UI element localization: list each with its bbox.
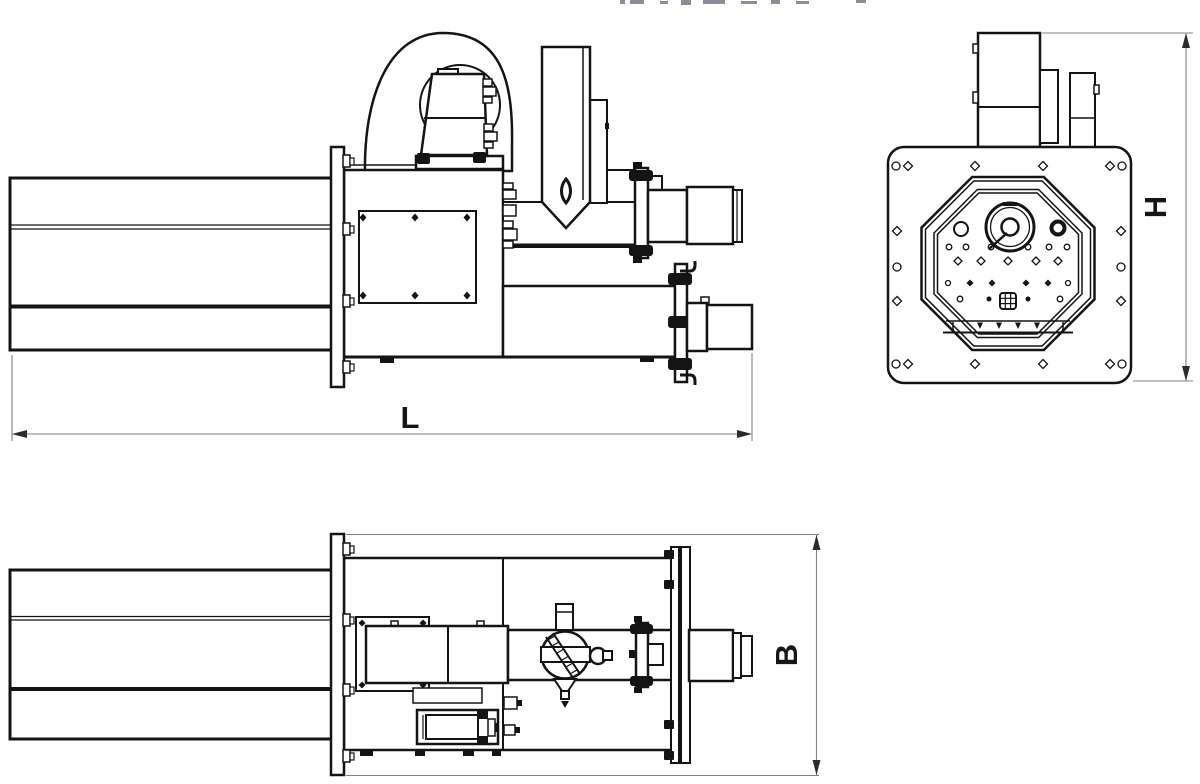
right-port [1049, 219, 1067, 237]
blast-tube-side [8, 176, 334, 352]
nozzle-holes-row2 [953, 256, 1063, 266]
dimension-L-label: L [401, 400, 420, 435]
lower-housing [501, 284, 677, 359]
chute-duct [1039, 69, 1059, 144]
pellet-chute [540, 45, 635, 230]
sight-hole [560, 176, 572, 206]
valve-band-edge [545, 636, 574, 679]
bottom-grate-band [943, 320, 1073, 334]
feed-tube-top [506, 603, 677, 708]
flange-bolts-side [342, 154, 355, 374]
dimension-B-label: B [769, 644, 804, 666]
arrow-left [12, 430, 27, 438]
flange-bolts-top [342, 542, 355, 763]
mounting-flange-top [329, 532, 355, 777]
upper-igniter-assembly [629, 162, 743, 263]
motor-terminal-upper [482, 78, 497, 104]
dimension-H-label: H [1138, 196, 1173, 218]
pressure-gauge [984, 201, 1036, 253]
cropped-title-fragment [620, 0, 866, 5]
access-panel [358, 210, 477, 304]
motor-terminal-lower [483, 123, 498, 149]
fan-motor-top [364, 620, 510, 685]
air-duct [976, 31, 1042, 149]
nozzle-holes-row1 [945, 243, 1071, 251]
rotary-valve [540, 603, 591, 708]
nozzle-holes-row3 [944, 279, 1072, 287]
front-view: H [886, 31, 1193, 385]
arrow-bottom [1182, 366, 1190, 381]
body-side-fittings [502, 182, 518, 249]
combustion-face-octagon [920, 175, 1096, 352]
grid-connector [999, 292, 1017, 310]
left-port [953, 221, 969, 237]
lower-motor-assembly [668, 261, 754, 385]
arrow-bottom [812, 760, 821, 775]
blast-tube-top [8, 568, 334, 741]
arrow-top [1182, 33, 1190, 48]
arrow-right [737, 430, 752, 438]
arrow-top [812, 535, 821, 550]
side-view: L [8, 31, 754, 441]
dimension-B: B [346, 533, 821, 777]
nozzle-holes-row4 [956, 295, 1064, 303]
gauge-pointer [988, 232, 1008, 250]
plate-perimeter-holes [891, 160, 1127, 370]
side-duct [1069, 72, 1096, 148]
feed-gearbox-top [415, 708, 500, 746]
top-ducts [972, 31, 1100, 149]
dimension-L: L [11, 353, 753, 441]
dimension-H: H [1042, 32, 1193, 382]
tube-clamp [629, 616, 664, 693]
mounting-flange-side [329, 145, 355, 389]
burner-body-side [342, 164, 680, 363]
body-fittings-top [503, 696, 522, 736]
top-view: B [8, 532, 821, 777]
rear-motor-top [687, 628, 753, 683]
fan-motor [414, 68, 505, 171]
tube-fitting [588, 646, 613, 666]
